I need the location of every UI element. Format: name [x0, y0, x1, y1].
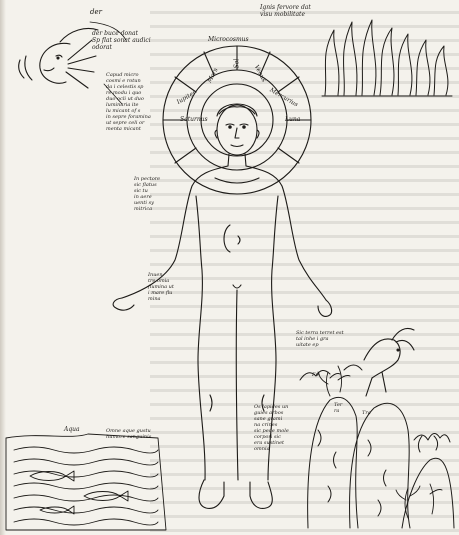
earth-rocks — [300, 365, 454, 528]
label-tra: Tra — [362, 410, 371, 416]
planet-label-saturnus: Saturnus — [180, 116, 208, 123]
label-microcosmus: Microcosmus — [208, 36, 249, 43]
label-fm: Fm — [312, 372, 320, 378]
label-aqua: Aqua — [64, 426, 80, 433]
water-panel — [6, 434, 166, 530]
label-lapides: Os lapides un guies arbos sane grami na … — [254, 404, 289, 452]
planet-label-luna: Luna — [285, 116, 300, 123]
label-ignis: Ignis fervore dat visu mobilitate — [260, 4, 311, 18]
label-terra: Sic terra terret est tal inhe i gra uita… — [296, 330, 344, 348]
label-der-buce: der buce donat Sp flat sonat audici odor… — [92, 30, 151, 51]
label-ter-ra: Ter ra — [334, 402, 342, 414]
head — [215, 104, 259, 155]
label-omne-aque: Omne aque gustu humore sanguinis — [106, 428, 151, 440]
label-der: der — [90, 8, 102, 16]
goat — [364, 328, 414, 396]
label-capud: Capud micro cosmi e rotun da i celestis … — [106, 72, 151, 132]
label-in-pectore: In pectore sic flatus sic tu in aere uen… — [134, 176, 160, 212]
plant-sprigs — [318, 366, 442, 518]
label-inuen: Inuen tre omia flumina ut i mare flu min… — [148, 272, 174, 302]
planet-label-sol: Sol — [233, 59, 240, 69]
fire-flames — [322, 20, 452, 96]
wind-face — [19, 29, 98, 89]
